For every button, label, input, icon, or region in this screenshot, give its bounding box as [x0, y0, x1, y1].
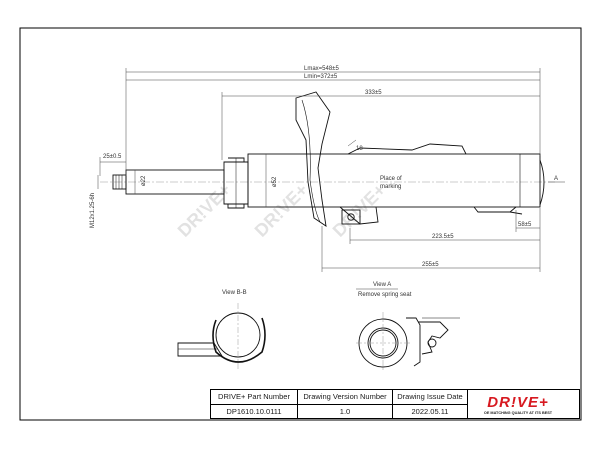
knuckle-bracket — [347, 143, 467, 155]
part-number-value: DP1610.10.0111 — [226, 406, 282, 416]
lower-bracket — [473, 206, 517, 213]
view-bb: View B-B — [177, 290, 266, 370]
version-label: Drawing Version Number — [298, 390, 392, 405]
watermark: DR!VE+ — [251, 180, 312, 241]
dim-18: 18 — [356, 146, 363, 152]
dim-rod-dia: ø22 — [141, 175, 147, 186]
part-number-label: DRIVE+ Part Number — [211, 390, 297, 405]
part-number-cell: DRIVE+ Part Number DP1610.10.0111 — [211, 390, 298, 418]
view-a-label: View A — [373, 282, 391, 288]
dim-lmin: Lmin=372±5 — [304, 74, 338, 80]
issue-date-cell: Drawing Issue Date 2022.05.11 — [393, 390, 468, 418]
dim-58: 58±5 — [518, 222, 532, 228]
tube-end — [539, 159, 545, 206]
version-value: 1.0 — [339, 406, 351, 416]
shock-absorber — [112, 91, 545, 227]
watermark: DR!VE+ — [174, 180, 235, 241]
brand-tagline: OE MATCHING QUALITY AT ITS BEST — [483, 410, 553, 415]
ref-a: A — [554, 176, 558, 182]
dim-223: 223.5±5 — [432, 234, 454, 240]
outer-tube — [247, 153, 541, 208]
dim-tube-dia: ø52 — [272, 176, 278, 187]
spring-seat — [295, 91, 331, 227]
brand-logo: DR!VE+ — [487, 393, 549, 411]
view-a-sublabel: Remove spring seat — [358, 292, 412, 298]
issue-date-value: 2022.05.11 — [411, 406, 449, 416]
drawing-frame — [19, 27, 582, 421]
dim-255: 255±5 — [422, 262, 439, 268]
view-a: View A Remove spring seat — [356, 282, 460, 372]
brand-logo-cell: DR!VE+ OE MATCHING QUALITY AT ITS BEST — [468, 390, 568, 418]
place-of-marking-line2: marking — [380, 184, 401, 190]
view-bb-label: View B-B — [222, 290, 247, 296]
version-cell: Drawing Version Number 1.0 — [298, 390, 393, 418]
issue-date-label: Drawing Issue Date — [393, 390, 467, 405]
dim-pin-25: 25±0.5 — [103, 154, 122, 160]
dim-lmax: Lmax=548±5 — [304, 66, 339, 72]
dim-333: 333±5 — [365, 90, 382, 96]
dimension-lines — [97, 68, 565, 272]
place-of-marking-line1: Place of — [380, 176, 402, 182]
dimension-labels: Lmax=548±5 Lmin=372±5 333±5 18 25±0.5 M1… — [90, 66, 558, 268]
dim-thread: M12x1.25-6h — [90, 193, 96, 228]
title-block: DRIVE+ Part Number DP1610.10.0111 Drawin… — [210, 389, 580, 419]
